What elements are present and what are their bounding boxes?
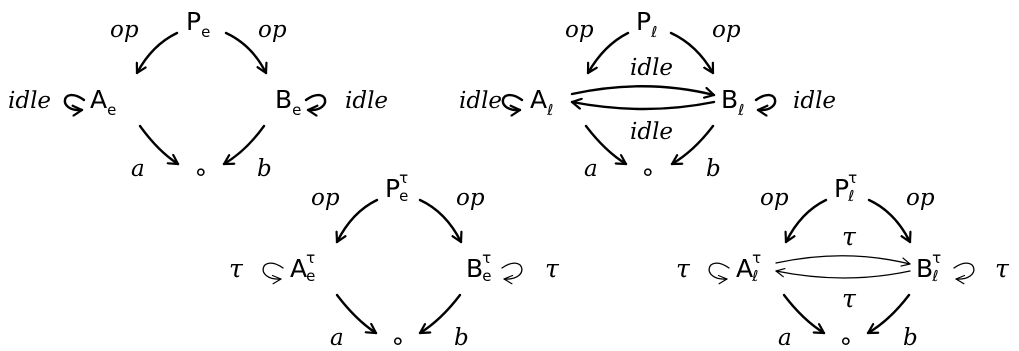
edge-cross-b-to-a [775,268,911,279]
edge-cross-a-to-b [775,255,911,267]
edge-b [866,293,911,335]
node-sink: ∘ [193,157,209,186]
edge-cross-a-to-b [570,85,716,95]
label-op-right: op [258,17,287,43]
edge-op-right [224,31,266,75]
label-b: b [903,325,918,351]
edge-a [138,124,180,166]
label-b: b [706,156,721,182]
edge-b [222,124,266,166]
node-p: Pℓ [636,7,657,41]
loop-left [708,262,730,285]
node-sink: ∘ [390,326,406,351]
node-p: Pe [186,7,210,41]
label-cross-bottom: idle [630,119,673,145]
edge-cross-b-to-a [570,102,716,111]
loop-left [262,262,284,285]
label-loop-left: τ [229,254,244,283]
label-loop-left: idle [8,88,51,114]
label-cross-top: τ [842,222,857,251]
loop-left [501,93,524,110]
edge-op-left [786,198,828,244]
edge-op-left [337,198,379,244]
node-b: Bℓ [721,85,744,119]
edge-a [782,293,826,335]
edge-op-left [137,31,179,75]
edge-op-right [867,198,910,244]
loop-right [304,93,327,110]
label-op-left: op [565,17,594,43]
label-loop-left: τ [676,254,691,283]
node-sink: ∘ [640,157,656,186]
node-a: Aℓ [530,85,553,119]
label-loop-right: idle [345,88,388,114]
edge-op-right [418,198,461,244]
label-loop-left: idle [459,88,502,114]
edge-b [418,293,462,335]
label-op-right: op [906,185,935,211]
edge-a [584,124,628,166]
node-b: Be [275,85,301,119]
label-a: a [330,325,344,351]
label-b: b [454,325,469,351]
label-cross-top: idle [630,55,673,81]
label-loop-right: τ [545,254,560,283]
label-b: b [257,156,272,182]
node-a: Ae [90,85,116,119]
label-a: a [584,156,598,182]
label-loop-right: idle [793,88,836,114]
loop-right [501,262,523,285]
loop-right [953,262,975,285]
label-op-left: op [311,185,340,211]
edge-op-right [669,31,715,75]
label-op-right: op [456,185,485,211]
label-loop-right: τ [995,254,1010,283]
diagram-pl: Pℓ Aℓ Bℓ ∘ op op idle idle idle idle a b [459,7,836,186]
node-sink: ∘ [838,326,854,351]
loop-right [754,93,777,110]
diagram-pe: Pe Ae Be ∘ op op idle idle a b [8,7,388,186]
loop-left [63,93,86,110]
label-a: a [131,156,145,182]
edge-op-left [586,31,630,75]
edge-b [670,124,715,166]
edge-a [335,293,378,335]
label-cross-bottom: τ [842,284,857,313]
label-op-right: op [712,17,741,43]
label-op-left: op [110,17,139,43]
label-op-left: op [760,185,789,211]
label-a: a [778,325,792,351]
